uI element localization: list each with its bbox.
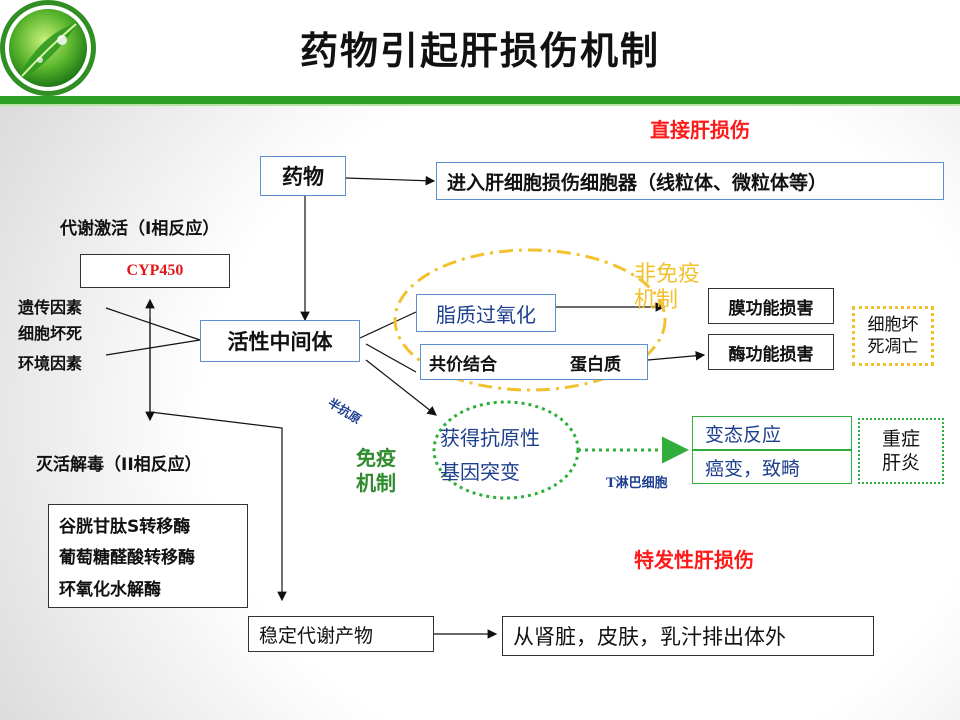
- node-excretion: 从肾脏，皮肤，乳汁排出体外: [502, 616, 874, 656]
- enzyme-item: 谷胱甘肽S转移酶: [59, 517, 191, 538]
- label-antigenicity: 获得抗原性: [440, 426, 540, 450]
- node-cyp450: CYP450: [80, 254, 230, 288]
- green-leaf-logo-icon: [0, 0, 96, 96]
- label-non-immune: 非免疫 机制: [634, 262, 700, 314]
- enzyme-item: 葡萄糖醛酸转移酶: [59, 548, 195, 569]
- node-stable-metabolite: 稳定代谢产物: [248, 616, 434, 652]
- label-immune-2: 机制: [356, 471, 396, 495]
- label-cell-necrosis: 细胞坏死: [18, 324, 83, 343]
- heading-direct-injury: 直接肝损伤: [650, 118, 750, 142]
- label-covalent-binding: 共价结合: [429, 354, 497, 375]
- enzyme-list: 谷胱甘肽S转移酶 葡萄糖醛酸转移酶 环氧化水解酶: [48, 504, 248, 608]
- node-cancer: 癌变，致畸: [692, 450, 852, 484]
- label-genetic: 遗传因素: [18, 298, 83, 317]
- node-active-intermediate: 活性中间体: [200, 320, 360, 362]
- node-enzyme-damage: 酶功能损害: [708, 334, 834, 370]
- node-cell-death: 细胞坏 死凋亡: [852, 306, 934, 366]
- header-band: [0, 0, 960, 96]
- label-severe-1: 重症: [881, 428, 920, 450]
- header-green-strip: [0, 96, 960, 104]
- node-membrane-damage: 膜功能损害: [708, 288, 834, 324]
- label-immune: 免疫 机制: [356, 446, 396, 496]
- node-lipid-peroxidation: 脂质过氧化: [416, 294, 556, 332]
- heading-phase2: 灭活解毒（II相反应）: [36, 455, 202, 475]
- node-severe-hepatitis: 重症 肝炎: [858, 418, 944, 484]
- label-environment: 环境因素: [18, 354, 83, 373]
- enzyme-item: 环氧化水解酶: [59, 579, 161, 600]
- label-cell-death-1: 细胞坏: [867, 315, 919, 335]
- page-title: 药物引起肝损伤机制: [299, 29, 660, 73]
- node-enter-hepatocyte: 进入肝细胞损伤细胞器（线粒体、微粒体等）: [436, 162, 944, 200]
- label-immune-1: 免疫: [356, 446, 396, 470]
- heading-phase1: 代谢激活（I相反应）: [60, 219, 220, 239]
- label-non-immune-2: 机制: [634, 288, 679, 313]
- label-t-lymphocyte: T淋巴细胞: [606, 476, 668, 491]
- label-cell-death-2: 死凋亡: [867, 337, 919, 357]
- heading-idiosyncratic-injury: 特发性肝损伤: [634, 548, 754, 572]
- label-severe-2: 肝炎: [881, 452, 920, 474]
- header-light-strip: [0, 104, 960, 106]
- label-protein: 蛋白质: [570, 354, 621, 375]
- node-covalent-protein: 共价结合 蛋白质: [420, 344, 648, 380]
- node-allergy: 变态反应: [692, 416, 852, 450]
- label-gene-mutation: 基因突变: [440, 460, 520, 484]
- node-drug: 药物: [260, 156, 346, 196]
- label-non-immune-1: 非免疫: [634, 262, 701, 287]
